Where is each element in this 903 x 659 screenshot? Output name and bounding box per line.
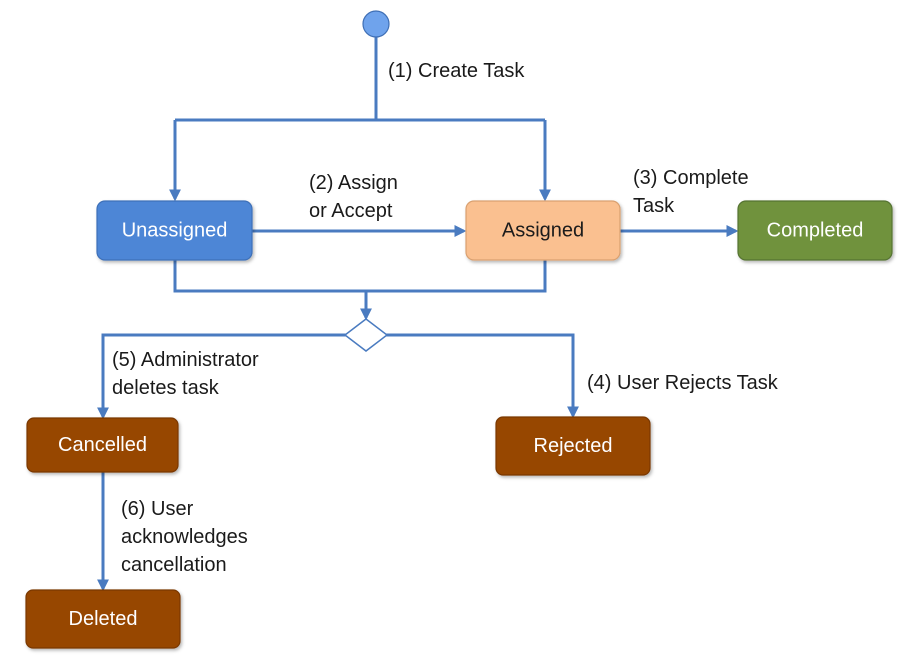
- edges: [97, 37, 739, 592]
- node-unassigned: Unassigned: [96, 200, 253, 261]
- node-assigned-label: Assigned: [502, 220, 584, 242]
- node-deleted-label: Deleted: [69, 608, 138, 630]
- node-rejected: Rejected: [495, 416, 651, 476]
- node-assigned: Assigned: [465, 200, 621, 261]
- edge-label-assign-or-accept-line-1: (2) Assign: [309, 172, 398, 194]
- edge-label-assign-or-accept: (2) Assign or Accept: [309, 172, 404, 222]
- edge-label-user-rejects-line-1: (4) User Rejects Task: [587, 372, 779, 394]
- node-cancelled: Cancelled: [26, 417, 179, 473]
- edge-label-admin-deletes-line-2: deletes task: [112, 377, 220, 399]
- edge-label-complete-task-line-2: Task: [633, 195, 675, 217]
- node-cancelled-label: Cancelled: [58, 434, 147, 456]
- edge-label-assign-or-accept-line-2: or Accept: [309, 200, 393, 222]
- node-completed: Completed: [737, 200, 893, 261]
- edge-label-user-acknowledges: (6) User acknowledges cancellation: [121, 498, 253, 576]
- edge-merge-bar: [173, 260, 547, 293]
- edge-label-create-task-line-1: (1) Create Task: [388, 60, 525, 82]
- edge-label-user-acknowledges-line-1: (6) User: [121, 498, 194, 520]
- node-deleted: Deleted: [25, 589, 181, 649]
- node-rejected-label: Rejected: [534, 435, 613, 457]
- start-node: [362, 10, 390, 38]
- edge-label-user-rejects: (4) User Rejects Task: [587, 372, 779, 394]
- edge-label-admin-deletes-line-1: (5) Administrator: [112, 349, 259, 371]
- edge-label-complete-task-line-1: (3) Complete: [633, 167, 749, 189]
- edge-label-complete-task: (3) Complete Task: [633, 167, 754, 217]
- edge-user-rejects: [386, 333, 579, 419]
- edge-label-user-acknowledges-line-2: acknowledges: [121, 526, 248, 548]
- edge-admin-deletes: [97, 333, 346, 420]
- decision-diamond: [343, 318, 389, 352]
- edge-label-create-task: (1) Create Task: [388, 60, 525, 82]
- node-unassigned-label: Unassigned: [122, 220, 228, 242]
- edge-label-admin-deletes: (5) Administrator deletes task: [112, 349, 264, 399]
- node-completed-label: Completed: [767, 220, 864, 242]
- edge-label-user-acknowledges-line-3: cancellation: [121, 554, 227, 576]
